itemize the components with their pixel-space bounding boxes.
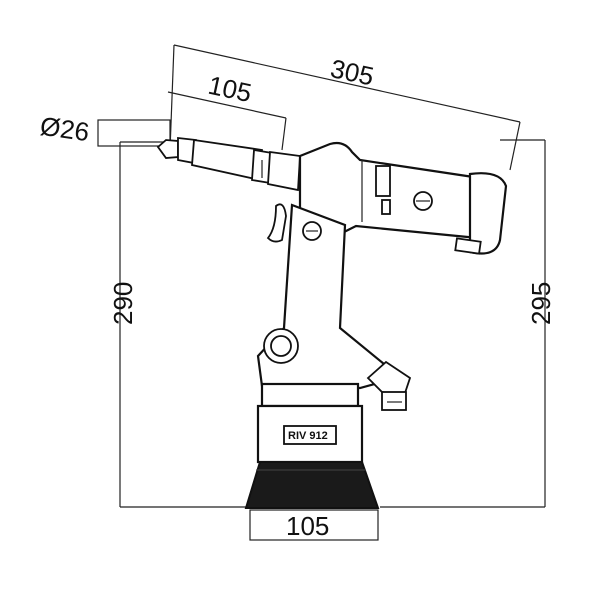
- dimension-lines: [97, 44, 546, 541]
- air-inlet: [366, 360, 412, 411]
- rivet-tool: RIV 912: [156, 136, 508, 509]
- base-band: [244, 461, 380, 509]
- base-width-label: 105: [286, 511, 329, 541]
- base-unit: RIV 912: [244, 382, 380, 509]
- height-rear-label: 295: [526, 282, 556, 325]
- model-label: RIV 912: [288, 430, 328, 442]
- trigger: [266, 203, 287, 243]
- handle: [256, 203, 386, 390]
- model-label-plate: [283, 425, 337, 445]
- nose-diameter-label: Ø26: [38, 111, 91, 148]
- head-body: [298, 141, 508, 255]
- nose-piece: [156, 136, 301, 192]
- height-front-label: 290: [108, 282, 138, 325]
- overall-length-label: 305: [328, 53, 377, 91]
